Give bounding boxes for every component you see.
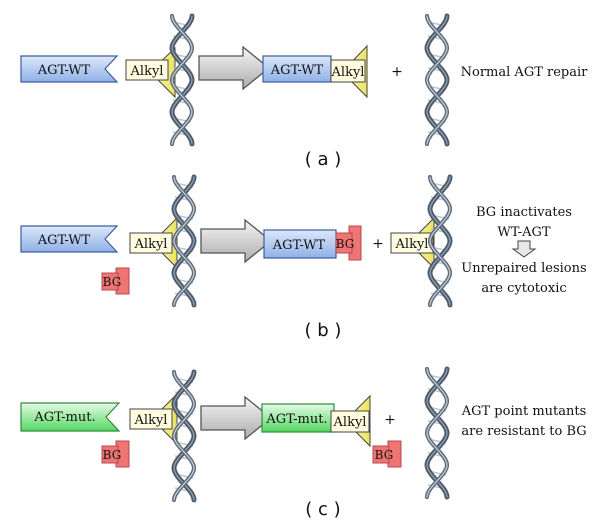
plus-sign: + [384,412,396,428]
dna-helix-repaired [427,369,447,497]
reaction-arrow [200,219,272,263]
protein-label: AGT-WT [37,233,91,248]
dna-helix-repaired [427,16,447,144]
plus-sign: + [372,236,384,252]
alkyl-group: Alkyl [129,216,178,270]
plus-sign: + [391,64,403,80]
down-arrow-icon [511,240,537,258]
bg-inhibitor: BG [101,440,130,468]
bg-inhibitor-free: BG [372,440,402,468]
panel-label: ( b ) [305,320,342,341]
bg-label: BG [336,237,355,251]
agt-mut-alkylated: AGT-mut. Alkyl [261,394,371,448]
panel-label: ( c ) [305,499,340,520]
protein-label: AGT-mut. [33,410,95,425]
agt-wt-protein: AGT-WT [20,225,119,253]
reaction-arrow [200,396,272,440]
alkyl-group-unrepaired: Alkyl [390,216,435,270]
note-text: WT-AGT [497,225,551,240]
agt-wt-bg-inactivated: AGT-WT BG [263,225,362,261]
note-text: are cytotoxic [481,281,566,296]
alkyl-label: Alkyl [130,64,164,79]
reaction-arrow [198,46,270,90]
alkyl-group: Alkyl [125,46,176,99]
alkyl-label: Alkyl [333,415,367,430]
alkyl-label: Alkyl [134,237,168,252]
note-text: BG inactivates [476,205,572,220]
protein-label: AGT-mut. [265,412,327,427]
protein-label: AGT-WT [270,63,324,78]
protein-label: AGT-WT [37,63,91,78]
agt-mut-protein: AGT-mut. [20,402,121,432]
bg-label: BG [103,275,122,289]
panel-label: ( a ) [305,149,342,170]
note-text: AGT point mutants [461,404,587,419]
agt-wt-protein: AGT-WT [20,55,119,83]
bg-inhibitor: BG [101,267,130,295]
panel-c: AGT-mut. BG Alkyl AGT-mut. Alkyl + BG A [20,369,587,520]
agt-wt-alkylated: AGT-WT Alkyl [262,44,368,99]
panel-a: AGT-WT Alkyl AGT-WT Alkyl + Normal AGT r… [20,16,588,170]
note-text: Normal AGT repair [461,65,588,80]
bg-label: BG [103,448,122,462]
panel-b: AGT-WT BG Alkyl AGT-WT BG + Alkyl [20,177,587,341]
alkyl-group: Alkyl [129,392,178,446]
alkyl-label: Alkyl [395,237,429,252]
bg-label: BG [375,448,394,462]
alkyl-label: Alkyl [134,413,168,428]
note-text: Unrepaired lesions [461,261,586,276]
note-text: are resistant to BG [461,424,586,439]
alkyl-label: Alkyl [331,65,365,80]
protein-label: AGT-WT [272,238,326,253]
